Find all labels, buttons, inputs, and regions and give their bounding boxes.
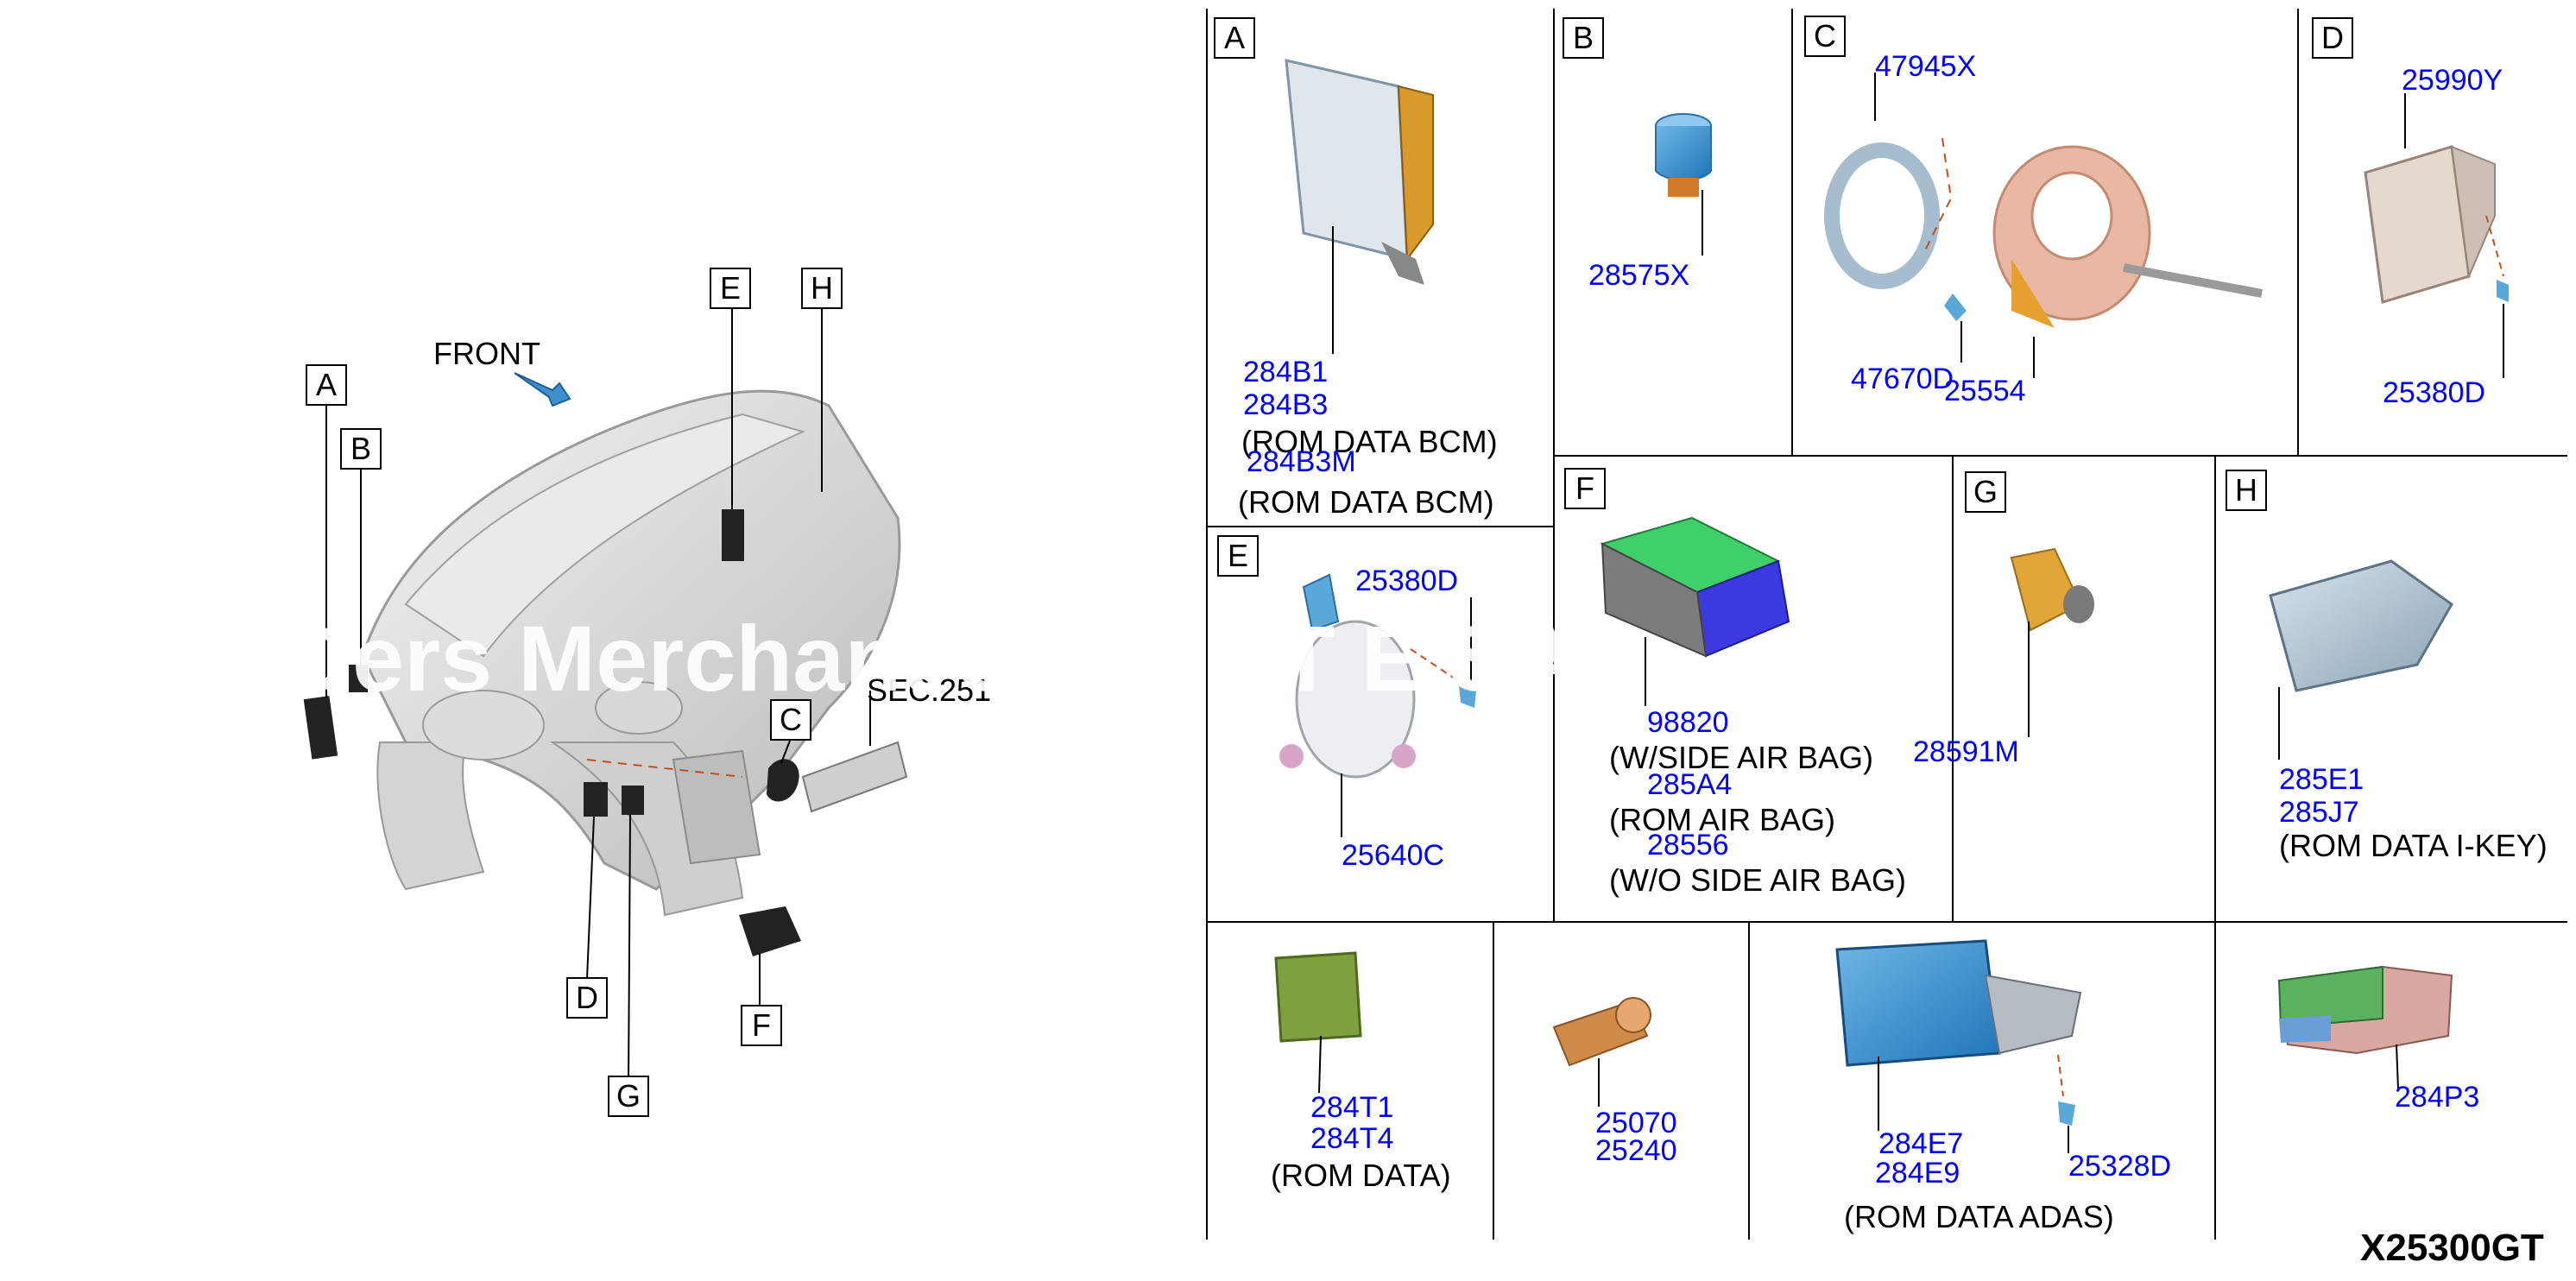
diagram-code: X25300GT	[2360, 1227, 2544, 1269]
watermark-text: Ders Merchant S d P ST E SA	[285, 606, 1579, 710]
part-28556[interactable]: 28556	[1647, 829, 1729, 861]
part-25240[interactable]: 25240	[1595, 1134, 1677, 1167]
panel-letter-f: F	[1564, 468, 1606, 509]
part-25328d[interactable]: 25328D	[2068, 1150, 2172, 1183]
part-285a4[interactable]: 285A4	[1647, 768, 1733, 801]
note-rom-data-i-key: (ROM DATA I-KEY)	[2279, 828, 2548, 863]
callout-d[interactable]: D	[566, 977, 608, 1019]
part-28591m[interactable]: 28591M	[1913, 735, 2019, 768]
part-25070[interactable]: 25070	[1595, 1107, 1677, 1139]
panel-a-art	[1285, 59, 1434, 354]
sec-label[interactable]: SEC.251	[867, 672, 992, 708]
part-285e1[interactable]: 285E1	[2279, 763, 2364, 796]
part-25380d-e[interactable]: 25380D	[1355, 565, 1459, 597]
part-284t4[interactable]: 284T4	[1310, 1122, 1394, 1155]
part-98820[interactable]: 98820	[1647, 706, 1729, 739]
callout-a[interactable]: A	[306, 364, 347, 406]
part-28575x[interactable]: 28575X	[1588, 259, 1690, 292]
note-rom-data: (ROM DATA)	[1271, 1158, 1451, 1193]
note-rom-air-bag: (ROM AIR BAG)	[1609, 802, 1836, 837]
part-47945x[interactable]: 47945X	[1875, 50, 1977, 83]
panel-d-art	[2364, 93, 2509, 378]
callout-h[interactable]: H	[801, 268, 843, 309]
part-25380d-d[interactable]: 25380D	[2383, 376, 2486, 409]
part-284b1[interactable]: 284B1	[1243, 356, 1329, 388]
part-284e9[interactable]: 284E9	[1875, 1157, 1960, 1190]
panel-e-art	[1279, 573, 1476, 837]
callout-f[interactable]: F	[741, 1005, 782, 1046]
front-label: FRONT	[433, 336, 540, 371]
part-25554[interactable]: 25554	[1944, 375, 2026, 407]
panel-letter-g: G	[1965, 471, 2006, 513]
row4-art	[1274, 939, 2453, 1153]
callout-b[interactable]: B	[340, 428, 382, 470]
part-284e7[interactable]: 284E7	[1878, 1127, 1964, 1160]
panel-g-art	[2010, 547, 2094, 737]
panel-letter-e: E	[1217, 535, 1259, 577]
panel-b-art	[1655, 113, 1712, 256]
note-rom-data-bcm-1: (ROM DATA BCM)	[1241, 424, 1498, 459]
part-284b3m[interactable]: 284B3M	[1247, 445, 1356, 478]
panel-letter-d: D	[2312, 17, 2353, 59]
panel-letter-c: C	[1804, 16, 1846, 57]
panel-letter-h: H	[2226, 470, 2267, 511]
note-rom-data-bcm-2: (ROM DATA BCM)	[1238, 484, 1494, 520]
part-47670d[interactable]: 47670D	[1851, 363, 1954, 395]
part-284p3[interactable]: 284P3	[2395, 1081, 2480, 1114]
callout-g[interactable]: G	[608, 1076, 649, 1117]
note-w-side-air-bag: (W/SIDE AIR BAG)	[1609, 740, 1874, 775]
part-25640c[interactable]: 25640C	[1342, 839, 1445, 872]
note-wo-side-air-bag: (W/O SIDE AIR BAG)	[1609, 862, 1907, 898]
part-285j7[interactable]: 285J7	[2279, 796, 2359, 829]
panel-letter-b: B	[1563, 17, 1604, 59]
panel-c-art	[1824, 73, 2263, 378]
part-25990y[interactable]: 25990Y	[2402, 64, 2503, 97]
part-284b3[interactable]: 284B3	[1243, 388, 1329, 421]
panel-letter-a: A	[1214, 17, 1255, 59]
callout-c[interactable]: C	[770, 699, 811, 741]
panel-h-art	[2269, 559, 2453, 760]
callout-e[interactable]: E	[710, 268, 751, 309]
part-284t1[interactable]: 284T1	[1310, 1091, 1394, 1124]
panel-f-art	[1600, 516, 1790, 706]
note-rom-data-adas: (ROM DATA ADAS)	[1844, 1199, 2114, 1234]
dashboard-overview	[303, 309, 908, 1085]
panel-grid	[1206, 9, 2567, 1240]
